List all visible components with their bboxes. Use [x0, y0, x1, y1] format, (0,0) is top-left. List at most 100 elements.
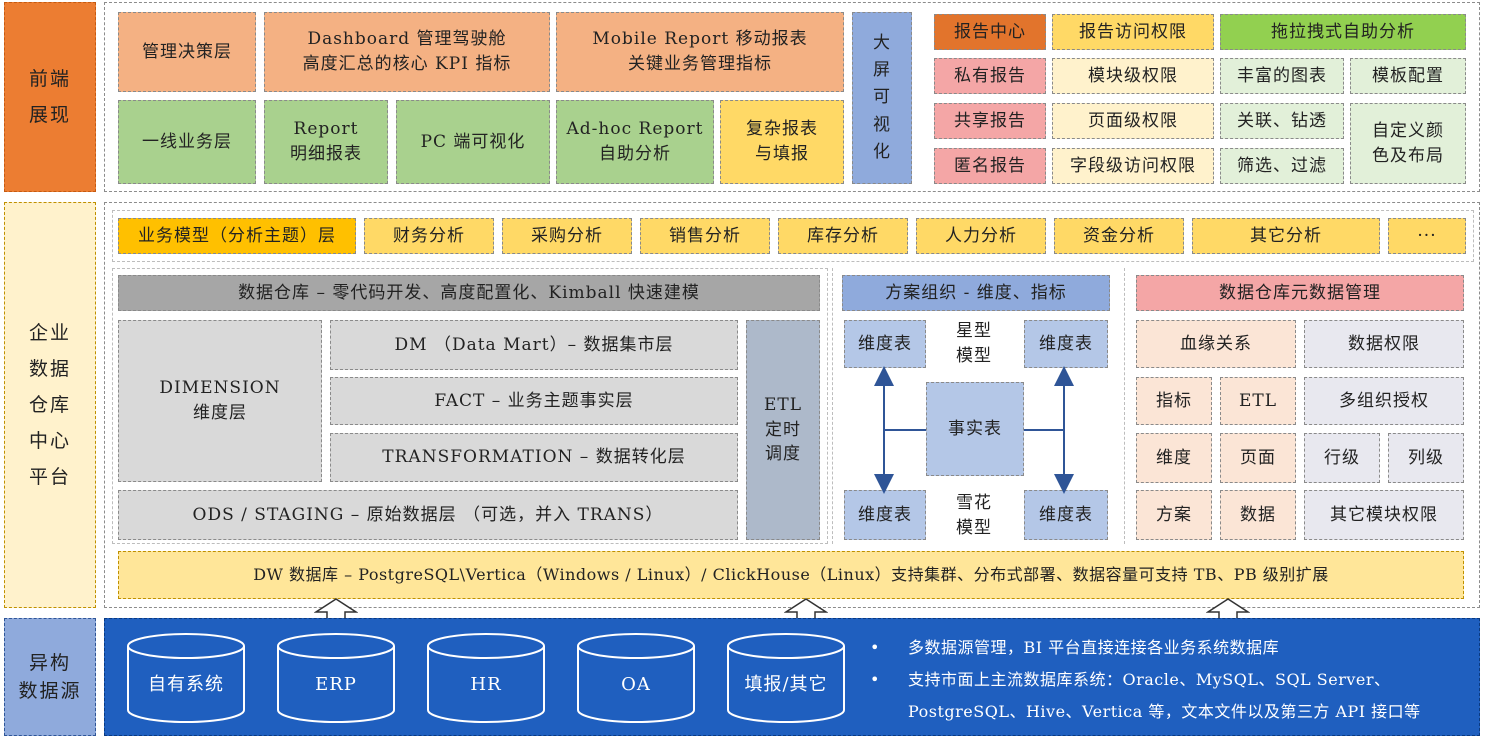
dragdrop-analysis: 拖拉拽式自助分析: [1220, 14, 1466, 50]
db-cylinder-hr: [427, 633, 545, 723]
topic-capital: 资金分析: [1054, 218, 1184, 254]
db-oa-label: OA: [621, 673, 651, 695]
topic-label: ···: [1417, 225, 1437, 246]
template-config-label: 模板配置: [1372, 65, 1444, 86]
etl-l1: ETL: [763, 395, 803, 416]
db-cylinder-fill: [727, 633, 845, 723]
private-report: 私有报告: [934, 58, 1046, 94]
snowflake-model: 雪花 模型: [932, 490, 1016, 542]
star-model-l2: 模型: [956, 346, 992, 366]
topic-inventory: 库存分析: [778, 218, 908, 254]
bullet-1-text: 多数据源管理，BI 平台直接连接各业务系统数据库: [908, 638, 1280, 657]
db-hr-label: HR: [470, 673, 502, 695]
bullet-1: •多数据源管理，BI 平台直接连接各业务系统数据库: [870, 632, 1470, 664]
bullet-2-text-l2: PostgreSQL、Hive、Vertica 等，文本文件以及第三方 API …: [908, 702, 1421, 721]
dw-block-border: [112, 268, 828, 544]
anon-report: 匿名报告: [934, 148, 1046, 184]
dim-table-br: 维度表: [1024, 490, 1108, 540]
scheme-divider-left: [832, 268, 833, 544]
meta-other-module: 其它模块权限: [1304, 490, 1464, 540]
drill-label: 关联、钻透: [1237, 110, 1327, 131]
mobile-report-subtitle: 关键业务管理指标: [628, 54, 772, 74]
dm-label: DM （Data Mart）– 数据集市层: [394, 334, 674, 355]
data-perm-label: 数据权限: [1348, 333, 1420, 354]
pc-vis-box: PC 端可视化: [396, 100, 550, 184]
bigscreen-label: 大 屏 可 视 化: [873, 33, 891, 162]
fact-layer: FACT – 业务主题事实层: [330, 377, 738, 425]
meta-page: 页面: [1220, 433, 1296, 483]
db-erp-label: ERP: [315, 673, 357, 695]
page-perm: 页面级权限: [1052, 103, 1214, 139]
complex-report-box: 复杂报表 与填报: [720, 100, 844, 184]
scheme-label: 方案: [1156, 504, 1192, 525]
adhoc-box: Ad-hoc Report 自助分析: [556, 100, 714, 184]
field-perm: 字段级访问权限: [1052, 148, 1214, 184]
etl-label: ETL: [1238, 390, 1278, 411]
scheme-divider-right: [1124, 268, 1125, 544]
report-box: Report 明细报表: [264, 100, 388, 184]
dw-header-label: 数据仓库 – 零代码开发、高度配置化、Kimball 快速建模: [238, 282, 700, 303]
snowflake-l2: 模型: [956, 518, 992, 538]
topic-purchase: 采购分析: [502, 218, 632, 254]
sidebar-warehouse-label: 企业 数据 仓库 中心 平台: [28, 321, 71, 489]
custom-color-l2: 色及布局: [1372, 145, 1444, 166]
snowflake-l1: 雪花: [956, 493, 992, 514]
sidebar-frontend: 前端 展现: [4, 2, 96, 192]
topic-hr: 人力分析: [916, 218, 1046, 254]
report-title: Report: [293, 119, 359, 140]
other-module-label: 其它模块权限: [1330, 504, 1438, 525]
business-model-label: 业务模型（分析主题）层: [138, 225, 336, 246]
module-perm: 模块级权限: [1052, 58, 1214, 94]
sidebar-warehouse: 企业 数据 仓库 中心 平台: [4, 202, 96, 608]
complex-subtitle: 与填报: [755, 144, 809, 164]
dw-header: 数据仓库 – 零代码开发、高度配置化、Kimball 快速建模: [118, 275, 820, 311]
frontline-layer: 一线业务层: [118, 100, 256, 184]
dim-table-label: 维度表: [858, 504, 912, 525]
col-level-label: 列级: [1408, 447, 1444, 468]
data-label: 数据: [1240, 504, 1276, 525]
topic-label: 财务分析: [393, 225, 465, 246]
db-fill-label: 填报/其它: [744, 673, 828, 695]
dim-table-label: 维度表: [858, 333, 912, 354]
topic-label: 销售分析: [669, 225, 741, 246]
complex-title: 复杂报表: [746, 119, 818, 140]
meta-dimension: 维度: [1136, 433, 1212, 483]
topic-label: 库存分析: [807, 225, 879, 246]
metric-label: 指标: [1156, 390, 1192, 411]
mobile-report-title: Mobile Report 移动报表: [592, 29, 808, 50]
adhoc-title: Ad-hoc Report: [566, 119, 704, 140]
multi-org-label: 多组织授权: [1339, 390, 1429, 411]
dim-table-bl: 维度表: [844, 490, 926, 540]
field-perm-label: 字段级访问权限: [1070, 155, 1196, 176]
topic-label: 人力分析: [945, 225, 1017, 246]
dragdrop-label: 拖拉拽式自助分析: [1271, 21, 1415, 42]
sidebar-frontend-label: 前端 展现: [28, 67, 71, 126]
row-level-label: 行级: [1324, 447, 1360, 468]
rich-charts-label: 丰富的图表: [1237, 65, 1327, 86]
business-model-row-border: [112, 210, 1474, 262]
mobile-report-box: Mobile Report 移动报表 关键业务管理指标: [556, 12, 844, 92]
sidebar-sources: 异构 数据源: [4, 618, 96, 736]
lineage-label: 血缘关系: [1180, 333, 1252, 354]
shared-report: 共享报告: [934, 103, 1046, 139]
report-subtitle: 明细报表: [290, 144, 362, 164]
access-perm-label: 报告访问权限: [1079, 21, 1187, 42]
report-center: 报告中心: [934, 14, 1046, 50]
anon-report-label: 匿名报告: [954, 155, 1026, 176]
bullet-2-text-l1: 支持市面上主流数据库系统：Oracle、MySQL、SQL Server、: [908, 670, 1391, 689]
bullet-dot-icon: •: [870, 670, 880, 689]
dimension-layer-title: DIMENSION: [159, 378, 281, 399]
rich-charts: 丰富的图表: [1220, 58, 1344, 94]
topic-label: 资金分析: [1083, 225, 1155, 246]
topic-other: 其它分析: [1192, 218, 1380, 254]
pc-vis-label: PC 端可视化: [420, 131, 526, 152]
meta-etl: ETL: [1220, 377, 1296, 425]
dw-database-bar: DW 数据库 – PostgreSQL\Vertica（Windows / Li…: [118, 551, 1464, 599]
dim-table-tr: 维度表: [1024, 320, 1108, 368]
mgmt-layer: 管理决策层: [118, 12, 256, 92]
ods-layer: ODS / STAGING – 原始数据层 （可选，并入 TRANS）: [118, 490, 738, 540]
meta-multi-org: 多组织授权: [1304, 377, 1464, 425]
adhoc-subtitle: 自助分析: [599, 144, 671, 164]
module-perm-label: 模块级权限: [1088, 65, 1178, 86]
shared-report-label: 共享报告: [954, 110, 1026, 131]
